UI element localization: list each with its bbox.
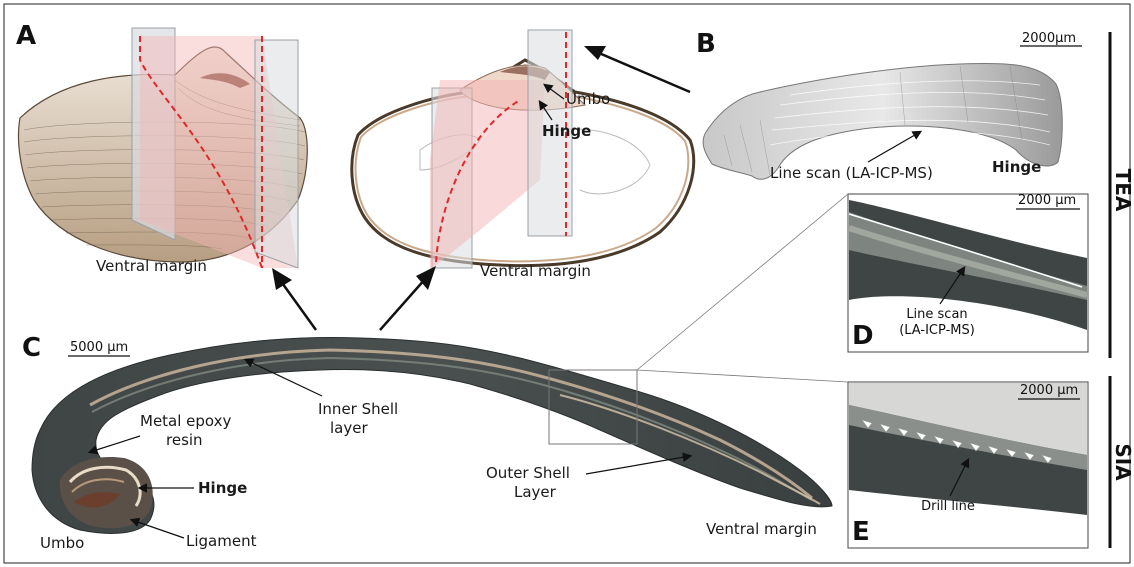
ventral-margin-label-right: Ventral margin — [480, 262, 591, 280]
arrow-b-to-a-head — [584, 46, 606, 60]
outer-shell-label-1: Outer Shell — [486, 464, 570, 482]
panel-label-a: A — [16, 21, 36, 51]
panel-label-c: C — [22, 333, 41, 363]
arrow-c-to-a-left-head — [272, 268, 292, 290]
panel-e-image — [848, 382, 1088, 548]
line-scan-label-d-2: (LA-ICP-MS) — [899, 323, 975, 338]
umbo-label-a: Umbo — [566, 90, 610, 108]
tea-label: TEA — [1111, 169, 1134, 212]
ventral-margin-label-c: Ventral margin — [706, 520, 817, 538]
hinge-label-b: Hinge — [992, 158, 1041, 176]
ligament-label: Ligament — [186, 532, 257, 550]
arrow-c-to-a-left — [280, 280, 316, 330]
panel-label-e: E — [852, 517, 870, 547]
shell-cross-section — [32, 338, 832, 534]
umbo-label-c: Umbo — [40, 534, 84, 552]
arrow-b-to-a — [592, 50, 690, 92]
metal-epoxy-pointer — [90, 436, 140, 452]
line-scan-label-b: Line scan (LA-ICP-MS) — [770, 164, 933, 182]
inset-leader-e — [637, 370, 848, 382]
panel-label-b: B — [696, 29, 716, 59]
inner-shell-label-1: Inner Shell — [318, 400, 398, 418]
scale-label-b: 2000µm — [1022, 31, 1076, 46]
metal-epoxy-label-1: Metal epoxy — [140, 412, 232, 430]
outer-shell-label-2: Layer — [514, 483, 557, 501]
metal-epoxy-label-2: resin — [166, 431, 203, 449]
arrow-c-to-a-right — [380, 278, 426, 330]
ligament-pointer — [132, 520, 184, 538]
hinge-label-a: Hinge — [542, 122, 591, 140]
hinge-label-c: Hinge — [198, 479, 247, 497]
scale-label-e: 2000 µm — [1020, 383, 1078, 398]
line-scan-label-d-1: Line scan — [906, 307, 967, 322]
scale-label-d: 2000 µm — [1018, 193, 1076, 208]
inner-shell-label-2: layer — [330, 419, 368, 437]
sia-label: SIA — [1111, 443, 1134, 481]
scale-label-c: 5000 µm — [70, 340, 128, 355]
outer-shell-pointer — [586, 456, 690, 474]
panel-label-d: D — [852, 321, 874, 351]
ventral-margin-label-left: Ventral margin — [96, 257, 207, 275]
line-scan-pointer-b — [868, 132, 920, 162]
drill-line-label-e: Drill line — [921, 499, 975, 514]
section-plane-left — [132, 28, 298, 268]
